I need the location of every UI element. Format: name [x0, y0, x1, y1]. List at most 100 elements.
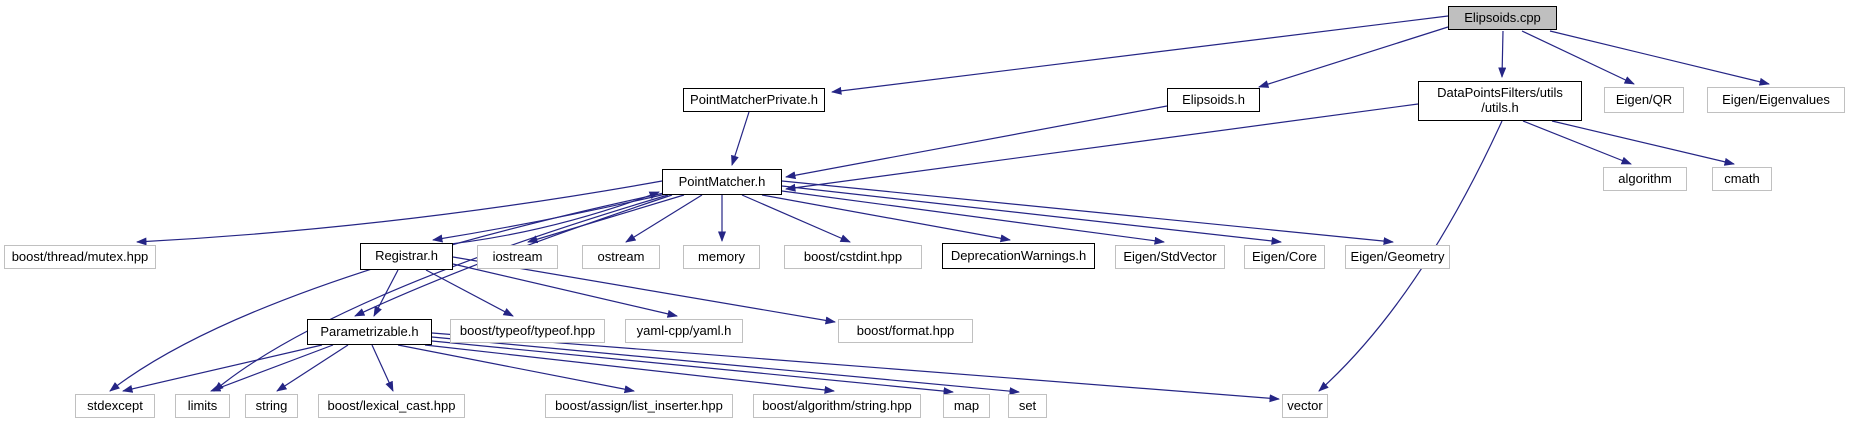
edge-parametrizable_h-to-set [431, 336, 1020, 396]
graph-node-label: Eigen/Core [1251, 248, 1318, 264]
edge-elipsoids_cpp-to-utils_h [1498, 30, 1507, 78]
edge-parametrizable_h-to-vector [431, 332, 1280, 403]
graph-node-string: string [245, 394, 298, 418]
graph-node-lexical_cast_hpp: boost/lexical_cast.hpp [318, 394, 465, 418]
edge-registrar_h-to-parametrizable_h [373, 269, 399, 317]
edge-pm_h-to-eigen_core [781, 185, 1282, 245]
edge-parametrizable_h-to-map [431, 340, 954, 396]
graph-node-stdexcept: stdexcept [75, 394, 155, 418]
graph-node-pm_h[interactable]: PointMatcher.h [662, 169, 782, 195]
graph-node-label: DeprecationWarnings.h [950, 247, 1087, 263]
edge-parametrizable_h-to-limits [210, 344, 334, 392]
edge-pm_h-to-iostream [527, 194, 685, 244]
edge-pm_h-to-eigen_geometry [781, 180, 1394, 246]
graph-node-label: Elipsoids.cpp [1464, 9, 1541, 25]
graph-node-elipsoids_cpp[interactable]: Elipsoids.cpp [1448, 6, 1557, 30]
edge-utils_h-to-vector [1318, 120, 1503, 392]
graph-node-eigen_geometry: Eigen/Geometry [1345, 245, 1450, 269]
graph-node-label: set [1018, 397, 1037, 413]
edge-parametrizable_h-to-list_inserter_hpp [397, 344, 635, 394]
graph-node-yaml_h: yaml-cpp/yaml.h [625, 319, 743, 343]
edge-elipsoids_cpp-to-elipsoids_h [1258, 26, 1449, 88]
graph-node-eigen_core: Eigen/Core [1244, 245, 1325, 269]
edge-elipsoids_cpp-to-eigen_qr [1521, 30, 1635, 85]
edge-elipsoids_cpp-to-eigen_eigenvalues [1549, 30, 1770, 86]
graph-node-label: stdexcept [87, 397, 143, 413]
graph-node-eigen_eigenvalues: Eigen/Eigenvalues [1707, 87, 1845, 113]
graph-node-label: Parametrizable.h [320, 323, 419, 339]
edge-elipsoids_h-to-pm_h [785, 105, 1168, 180]
graph-node-label: yaml-cpp/yaml.h [636, 322, 732, 338]
edge-pm_h-to-eigen_stdvector [781, 190, 1165, 245]
graph-node-label: iostream [492, 248, 543, 264]
edge-utils_h-to-pm_h [785, 103, 1419, 192]
graph-node-eigen_qr: Eigen/QR [1604, 87, 1684, 113]
edge-pm_h-to-ostream [625, 194, 703, 243]
graph-node-label: boost/cstdint.hpp [803, 248, 903, 264]
graph-node-pmp_h[interactable]: PointMatcherPrivate.h [683, 88, 825, 112]
graph-node-label: boost/thread/mutex.hpp [11, 248, 149, 264]
graph-node-utils_h[interactable]: DataPointsFilters/utils /utils.h [1418, 81, 1582, 121]
graph-node-label: memory [698, 248, 745, 264]
graph-node-label: Eigen/Eigenvalues [1722, 91, 1830, 107]
graph-node-typeof_hpp: boost/typeof/typeof.hpp [450, 319, 605, 343]
edge-parametrizable_h-to-string [276, 344, 349, 392]
graph-node-cmath: cmath [1712, 167, 1772, 191]
edge-parametrizable_h-to-stdexcept [122, 344, 323, 393]
graph-node-limits: limits [175, 394, 230, 418]
edge-pm_h-to-deprecation_h [761, 194, 1011, 243]
graph-node-memory: memory [683, 245, 760, 269]
edge-utils_h-to-algorithm [1522, 120, 1632, 165]
edge-utils_h-to-cmath [1551, 120, 1735, 166]
edge-registrar_h-to-yaml_h [452, 263, 678, 318]
graph-node-algorithm: algorithm [1603, 167, 1687, 191]
graph-node-label: map [953, 397, 980, 413]
graph-node-label: boost/lexical_cast.hpp [327, 397, 456, 413]
edge-registrar_h-to-pm_h [431, 191, 660, 247]
graph-node-eigen_stdvector: Eigen/StdVector [1115, 245, 1225, 269]
graph-node-label: boost/algorithm/string.hpp [762, 397, 912, 413]
graph-node-label: ostream [597, 248, 645, 264]
edge-pm_h-to-registrar_h [432, 193, 667, 243]
graph-node-set: set [1008, 394, 1047, 418]
graph-node-deprecation_h[interactable]: DeprecationWarnings.h [942, 243, 1095, 269]
edge-pm_h-to-cstdint_hpp [741, 194, 851, 243]
graph-node-label: PointMatcherPrivate.h [690, 91, 818, 107]
graph-node-label: Registrar.h [375, 248, 438, 264]
graph-node-vector: vector [1282, 394, 1328, 418]
graph-node-elipsoids_h[interactable]: Elipsoids.h [1167, 88, 1260, 112]
graph-node-ostream: ostream [582, 245, 660, 269]
edge-pm_h-to-limits [213, 194, 669, 392]
graph-node-label: Eigen/QR [1615, 91, 1673, 107]
graph-node-cstdint_hpp: boost/cstdint.hpp [784, 245, 922, 269]
edge-pm_h-to-stdexcept [109, 192, 665, 392]
graph-node-format_hpp: boost/format.hpp [838, 319, 973, 343]
graph-node-mutex_hpp: boost/thread/mutex.hpp [4, 245, 156, 269]
edge-parametrizable_h-to-lexical_cast_hpp [371, 344, 394, 392]
graph-node-algorithm_string_hpp: boost/algorithm/string.hpp [753, 394, 921, 418]
graph-node-label: string [255, 397, 288, 413]
graph-node-registrar_h[interactable]: Registrar.h [360, 243, 453, 270]
graph-node-list_inserter_hpp: boost/assign/list_inserter.hpp [545, 394, 733, 418]
graph-node-label: Eigen/StdVector [1123, 248, 1217, 264]
edge-parametrizable_h-to-algorithm_string_hpp [424, 344, 835, 394]
graph-node-label: vector [1287, 397, 1323, 413]
graph-node-iostream: iostream [477, 245, 558, 269]
edge-registrar_h-to-typeof_hpp [425, 269, 514, 317]
graph-node-label: Eigen/Geometry [1350, 248, 1445, 264]
graph-node-map: map [943, 394, 990, 418]
graph-node-label: algorithm [1618, 170, 1672, 186]
graph-node-label: boost/typeof/typeof.hpp [459, 322, 596, 338]
graph-node-label: boost/format.hpp [856, 322, 955, 338]
edge-pmp_h-to-pm_h [731, 111, 750, 166]
edge-pm_h-to-mutex_hpp [136, 180, 663, 246]
graph-node-label: DataPointsFilters/utils /utils.h [1437, 85, 1563, 115]
graph-node-label: Elipsoids.h [1182, 91, 1245, 107]
graph-node-label: PointMatcher.h [678, 173, 766, 189]
graph-node-label: boost/assign/list_inserter.hpp [555, 397, 723, 413]
graph-node-label: cmath [1724, 170, 1760, 186]
graph-node-parametrizable_h[interactable]: Parametrizable.h [307, 319, 432, 345]
edge-elipsoids_cpp-to-pmp_h [831, 15, 1449, 95]
